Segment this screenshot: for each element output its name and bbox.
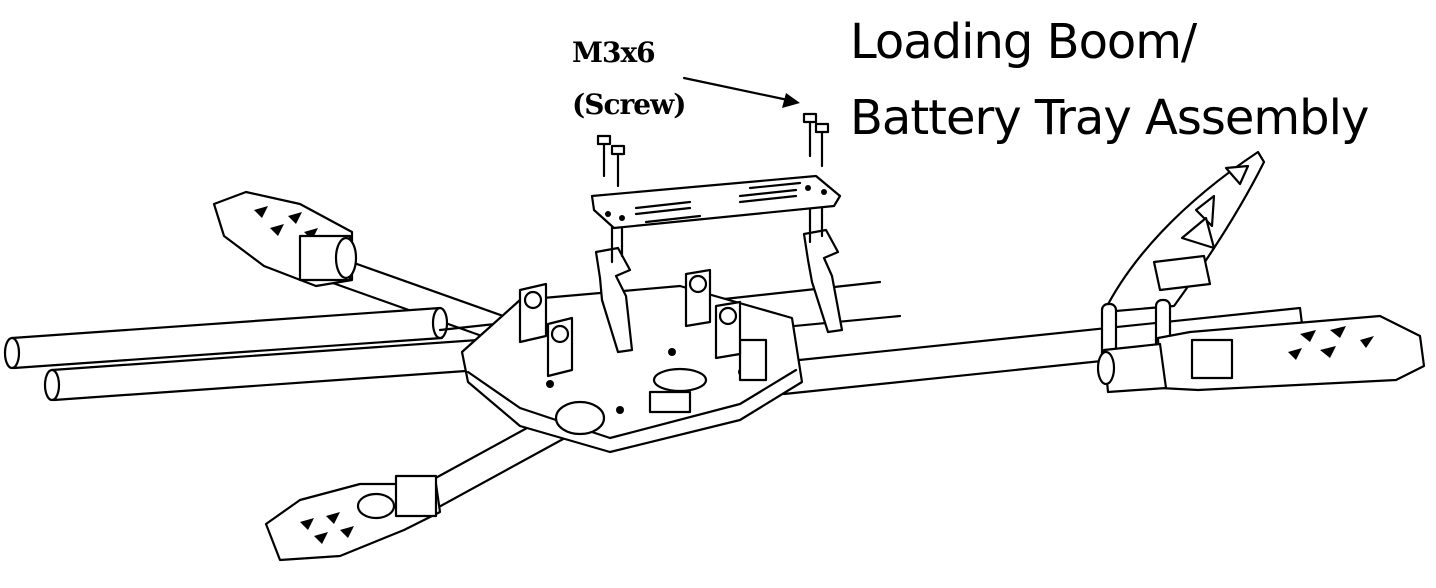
screw-callout-type: (Screw): [572, 88, 686, 121]
boom-clamps: [518, 268, 742, 378]
diagram-title-line1: Loading Boom/: [850, 14, 1197, 70]
rear-left-motor-mount: [264, 474, 442, 562]
tail-fin: [1100, 150, 1266, 362]
screw-callout-size: M3x6: [572, 36, 656, 69]
front-left-motor-mount: [212, 190, 358, 288]
center-plate: [460, 284, 804, 454]
loading-boom-tubes: [3, 280, 902, 402]
right-motor-mount: [1096, 314, 1426, 394]
m3x6-screws: [596, 112, 830, 188]
callout-arrow: [682, 76, 800, 108]
diagram-title-line2: Battery Tray Assembly: [850, 90, 1369, 146]
battery-tray-plate: [590, 174, 842, 230]
